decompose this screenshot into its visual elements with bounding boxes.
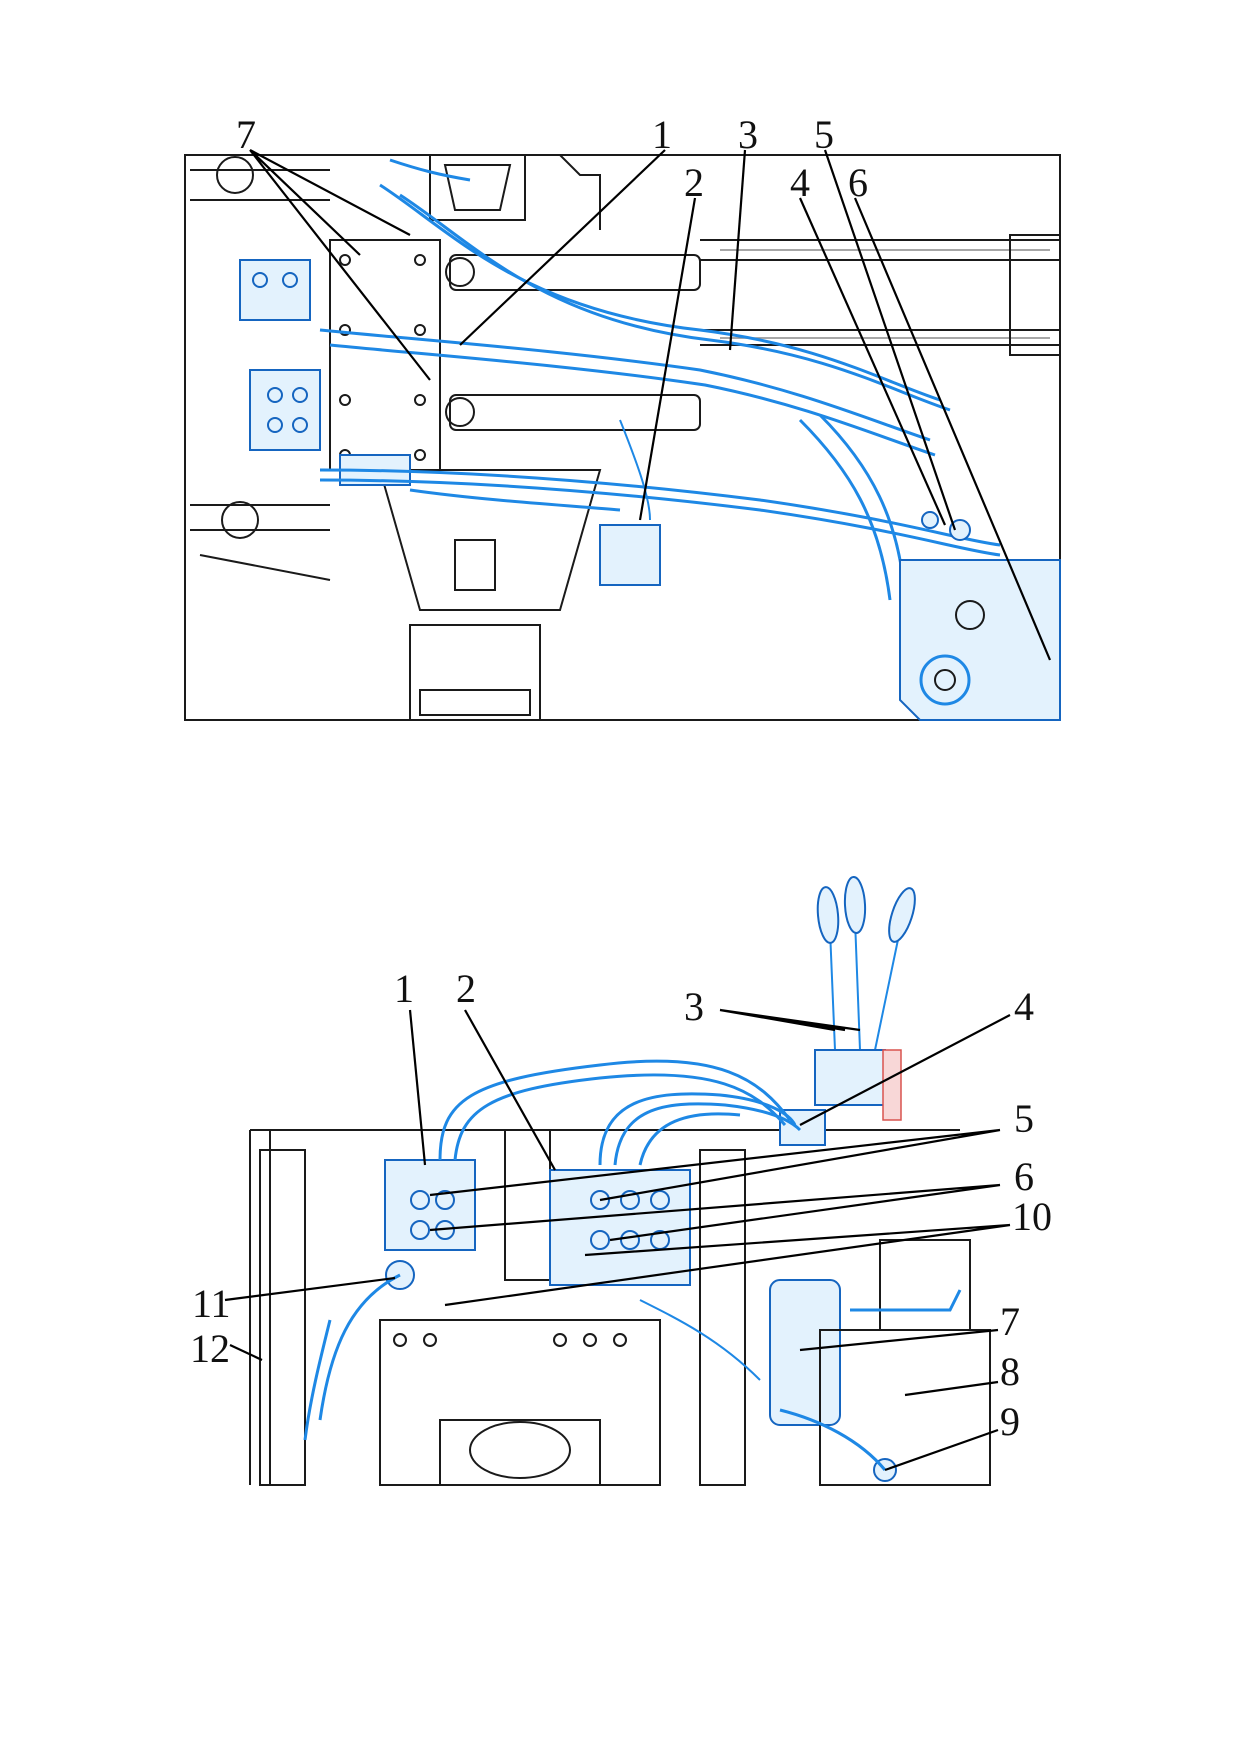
hose-bracket — [599, 524, 661, 586]
bottom-callout-1: 1 — [394, 966, 414, 1011]
pto-shaft-guard — [469, 1421, 571, 1479]
hitch-ball-upper — [216, 156, 254, 194]
right-cylinder-body — [699, 1149, 746, 1486]
hitch-ball-lower — [221, 501, 259, 539]
tank-outlet-fitting — [919, 654, 971, 706]
bottom-callout-8: 8 — [1000, 1349, 1020, 1394]
top-callout-1: 1 — [652, 112, 672, 157]
valve-section-1 — [384, 1159, 476, 1251]
bottom-leader-lines — [224, 1008, 1011, 1472]
valve-bottom-ports — [410, 1190, 670, 1250]
bottom-callout-9: 9 — [1000, 1399, 1020, 1444]
top-callout-7: 7 — [236, 112, 256, 157]
tank-breather-line — [850, 1289, 962, 1312]
hydraulic-tank — [899, 559, 1061, 721]
tank-top-cover — [879, 1239, 971, 1331]
fitting-5 — [921, 511, 939, 529]
left-frame-post — [249, 1130, 271, 1485]
bottom-view-drawing: 1 2 3 4 5 6 7 8 9 10 11 12 — [190, 876, 1052, 1486]
bottom-callout-7: 7 — [1000, 1299, 1020, 1344]
lower-cylinder — [449, 394, 701, 431]
return-line — [779, 1408, 887, 1471]
frame-rail-centerlines — [720, 249, 1050, 339]
frame-end-block — [1009, 234, 1061, 356]
bottom-callout-6: 6 — [1014, 1154, 1034, 1199]
bottom-callout-2: 2 — [456, 966, 476, 1011]
upper-cylinder-eye — [445, 257, 475, 287]
left-cylinder-body — [259, 1149, 306, 1486]
hose-bundle-bottom — [303, 1059, 802, 1441]
gearbox-center-block — [454, 539, 496, 591]
bottom-callout-11: 11 — [192, 1281, 231, 1326]
axle-bolts — [393, 1333, 627, 1347]
bottom-callout-5: 5 — [1014, 1096, 1034, 1141]
top-housing-inner — [443, 164, 512, 211]
top-view-drawing: 7 1 2 3 4 5 6 — [184, 112, 1061, 721]
bottom-callout-3: 3 — [684, 984, 704, 1029]
lower-link-rod — [199, 554, 331, 581]
top-callout-5: 5 — [814, 112, 834, 157]
hitch-arms — [190, 169, 330, 531]
oil-filter — [769, 1279, 841, 1426]
gearbox-housing — [378, 469, 602, 611]
tank-outlet-nut — [934, 669, 956, 691]
center-column — [504, 1129, 551, 1281]
upper-cylinder — [449, 254, 701, 291]
final-drive-flange — [419, 689, 531, 716]
final-drive-housing — [409, 624, 541, 721]
control-levers — [814, 876, 916, 1121]
bottom-callout-4: 4 — [1014, 984, 1034, 1029]
top-callout-2: 2 — [684, 160, 704, 205]
top-callout-3: 3 — [738, 112, 758, 157]
top-callout-6: 6 — [848, 160, 868, 205]
pto-housing — [439, 1419, 601, 1486]
valve-block-upper — [239, 259, 311, 321]
lower-cylinder-eye — [445, 397, 475, 427]
top-housing — [429, 154, 526, 221]
valve-ports — [252, 272, 308, 433]
tank-filler — [955, 600, 985, 630]
top-leader-lines — [249, 149, 1052, 661]
top-callout-4: 4 — [790, 160, 810, 205]
valve-block-lower — [249, 369, 321, 451]
fitting-4 — [949, 519, 971, 541]
bottom-callout-10: 10 — [1012, 1194, 1052, 1239]
hydraulic-tank-bottom — [819, 1329, 991, 1486]
bottom-callout-12: 12 — [190, 1326, 230, 1371]
